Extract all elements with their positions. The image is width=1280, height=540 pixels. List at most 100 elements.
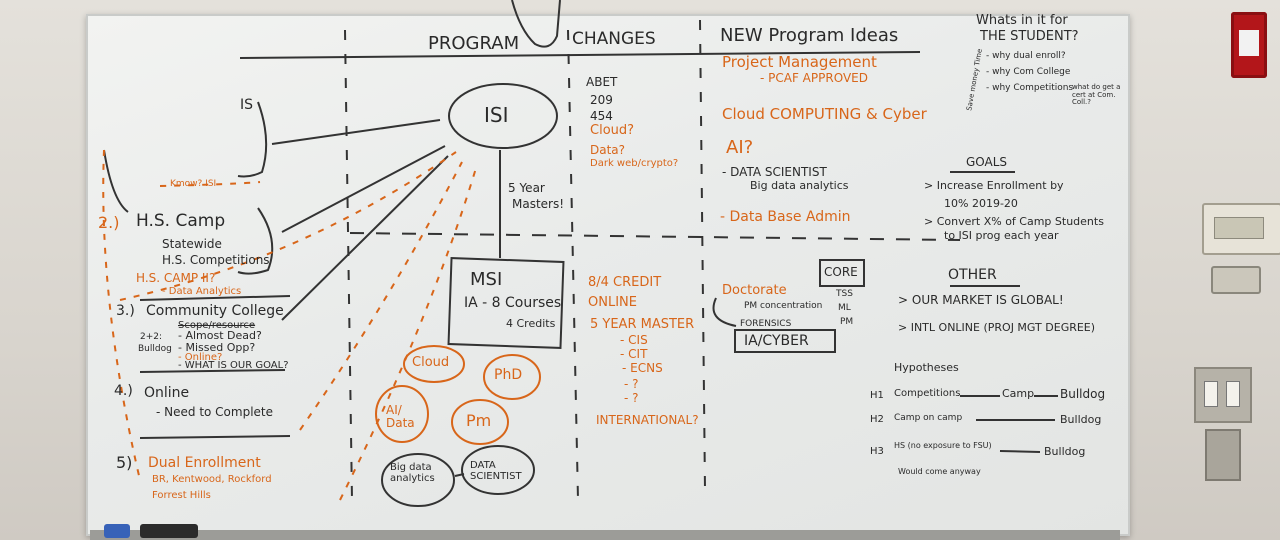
- label-goal1: > Increase Enrollment by: [924, 179, 1064, 192]
- label-ia-cyber: IA/CYBER: [744, 333, 809, 349]
- label-cloud-computing: Cloud COMPUTING & Cyber: [722, 105, 927, 123]
- label-is: IS: [240, 97, 254, 113]
- light-switch-icon[interactable]: [1194, 367, 1252, 423]
- label-data-analytics: - Data Analytics: [162, 286, 242, 297]
- wall-sensor: [1211, 266, 1261, 294]
- label-international: INTERNATIONAL?: [596, 413, 699, 427]
- label-q2: - ?: [624, 391, 639, 405]
- label-2plus2: 2+2:: [140, 332, 163, 342]
- label-online-num: 4.): [114, 383, 133, 399]
- label-goal2b: to ISI prog each year: [944, 229, 1059, 242]
- label-ecns: - ECNS: [622, 361, 663, 375]
- label-market: > OUR MARKET IS GLOBAL!: [898, 293, 1064, 307]
- label-msi: MSI: [470, 269, 503, 290]
- label-doctorate: Doctorate: [722, 283, 787, 298]
- header-program: PROGRAM: [428, 33, 520, 54]
- label-phd: PhD: [494, 367, 523, 383]
- label-h2: H2: [870, 414, 884, 425]
- label-hs-camp-num: 2.): [98, 213, 120, 232]
- label-five-year-master: 5 YEAR MASTER: [590, 317, 695, 332]
- label-goals: GOALS: [966, 155, 1008, 169]
- label-pm-concentration: PM concentration: [744, 301, 823, 311]
- label-209: 209: [590, 93, 613, 107]
- label-big-data-analytics: Big data analytics: [750, 179, 849, 192]
- label-h1-a: Competitions: [894, 388, 961, 399]
- label-h2-a: Camp on camp: [894, 413, 963, 423]
- label-hs-camp-ii: H.S. CAMP II?: [136, 271, 216, 285]
- label-big-data: Big data analytics: [390, 462, 435, 484]
- label-would-come: Would come anyway: [898, 467, 981, 476]
- label-database-admin: - Data Base Admin: [720, 209, 851, 225]
- label-q1: - ?: [624, 377, 639, 391]
- label-masters: Masters!: [512, 197, 565, 211]
- label-intl: > INTL ONLINE (PROJ MGT DEGREE): [898, 321, 1096, 334]
- label-goal1b: 10% 2019-20: [944, 197, 1018, 210]
- label-hypotheses: Hypotheses: [894, 361, 959, 374]
- label-statewide: Statewide: [162, 237, 222, 251]
- label-almost-dead: - Almost Dead?: [178, 329, 262, 342]
- label-ai: AI?: [726, 137, 754, 158]
- label-h3-c: Bulldog: [1044, 445, 1086, 458]
- label-hs-competitions: H.S. Competitions: [162, 253, 270, 267]
- label-abet: ABET: [586, 75, 618, 89]
- label-cis: - CIS: [620, 333, 648, 347]
- marker-icon: [140, 524, 198, 538]
- label-why-dual: - why dual enroll?: [986, 51, 1066, 61]
- label-arrow-note: Kmow? ISI: [170, 179, 217, 189]
- label-forest-hills: Forrest Hills: [152, 490, 211, 501]
- header-changes: CHANGES: [572, 29, 656, 49]
- label-ai-data: AI/ Data: [386, 403, 415, 431]
- label-bulldog: Bulldog: [138, 344, 172, 354]
- label-credit: 8/4 CREDIT: [588, 275, 662, 290]
- label-cit: - CIT: [620, 347, 648, 361]
- label-what-to-get: what do get a cert at Com. Coll.?: [1072, 83, 1121, 107]
- marker-icon: [104, 524, 130, 538]
- fire-alarm-icon: [1231, 12, 1267, 78]
- header-new-ideas: NEW Program Ideas: [720, 25, 899, 46]
- label-h1-b: Camp: [1002, 387, 1035, 400]
- label-h3-a: HS (no exposure to FSU): [894, 441, 992, 450]
- label-credits: 4 Credits: [506, 317, 556, 330]
- label-h1-c: Bulldog: [1060, 387, 1106, 401]
- label-tss: TSS: [836, 289, 853, 299]
- wall-plate-icon: [1205, 429, 1241, 481]
- whiteboard: [86, 14, 1130, 536]
- label-h3: H3: [870, 446, 884, 457]
- label-project-management: Project Management: [722, 53, 877, 71]
- label-data-q: Data?: [590, 143, 626, 157]
- label-data-scientist: - DATA SCIENTIST: [722, 165, 827, 179]
- label-cloud-q: Cloud?: [590, 123, 635, 138]
- label-forensics: FORENSICS: [740, 319, 792, 329]
- label-ml: ML: [838, 303, 851, 313]
- label-what-is-goal: - WHAT IS OUR GOAL?: [178, 360, 289, 371]
- label-schools: BR, Kentwood, Rockford: [152, 474, 272, 485]
- marker-tray: [90, 530, 1120, 540]
- label-online-q: - Online?: [178, 352, 223, 363]
- label-goal2: > Convert X% of Camp Students: [924, 215, 1104, 228]
- label-hs-camp: H.S. Camp: [136, 211, 226, 231]
- label-h1: H1: [870, 390, 884, 401]
- label-454: 454: [590, 109, 613, 123]
- label-pcaf: - PCAF APPROVED: [760, 71, 868, 85]
- label-five-year: 5 Year: [508, 181, 545, 195]
- label-why-comp: - why Competitions: [986, 83, 1074, 93]
- label-missed-opp: - Missed Opp?: [178, 341, 256, 354]
- label-isi: ISI: [484, 103, 509, 127]
- label-pm-box: PM: [840, 317, 854, 327]
- label-community-num: 3.): [116, 303, 135, 319]
- label-data-scientist-left: DATA SCIENTIST: [470, 460, 522, 482]
- label-dual-num: 5): [116, 453, 133, 472]
- label-the-student: THE STUDENT?: [980, 29, 1079, 44]
- label-online-change: ONLINE: [588, 295, 637, 310]
- label-online: Online: [144, 385, 190, 401]
- label-dark-web: Dark web/crypto?: [590, 158, 679, 169]
- label-community-college: Community College: [146, 303, 284, 319]
- label-scope-resource: Scope/resource: [178, 320, 256, 331]
- label-other: OTHER: [948, 267, 997, 283]
- label-whats-in-it: Whats in it for: [976, 13, 1068, 28]
- label-dual-enrollment: Dual Enrollment: [148, 455, 261, 471]
- label-cloud: Cloud: [412, 355, 450, 370]
- label-h2-c: Bulldog: [1060, 413, 1102, 426]
- label-why-com: - why Com College: [986, 67, 1071, 77]
